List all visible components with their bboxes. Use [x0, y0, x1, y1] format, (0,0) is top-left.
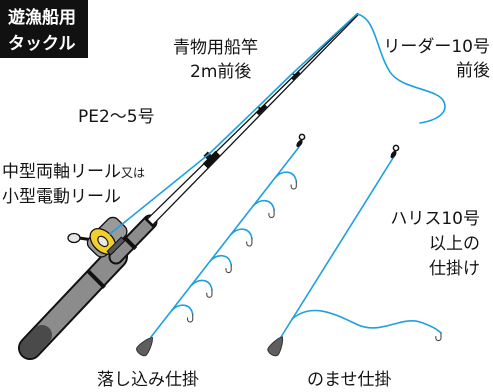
- reel-foot: [106, 236, 126, 256]
- hook-icon: [435, 332, 442, 342]
- leader-label-line2: 前後: [456, 61, 490, 81]
- reel-label-suffix: 又は: [121, 166, 145, 180]
- dropper-branch: [209, 255, 232, 266]
- leader-label-line1: リーダー10号: [383, 37, 490, 57]
- dropper-branch: [190, 279, 213, 291]
- harisu-label-line1: ハリス10号: [390, 209, 480, 229]
- title-badge: 遊漁船用 タックル: [0, 0, 88, 58]
- harisu-branch: [291, 309, 442, 334]
- title-badge-line2: タックル: [8, 34, 76, 54]
- dropper-branches: [170, 171, 298, 323]
- hook-icon: [186, 313, 194, 323]
- rig-otoshikomi: [136, 133, 306, 357]
- title-badge-line1: 遊漁船用: [8, 7, 76, 28]
- rod-label-line1: 青物用船竿: [173, 38, 258, 58]
- main-line: [109, 13, 358, 235]
- harisu-label-line2: 以上の: [429, 234, 480, 254]
- rod-label-line2: 2m前後: [190, 62, 251, 82]
- reel-label-line1: 中型両軸リール又は: [2, 162, 145, 182]
- swivel-icon: [390, 144, 400, 159]
- rod-foregrip: [110, 216, 156, 263]
- swivel-icon: [296, 133, 306, 148]
- dropper-branch: [252, 199, 275, 211]
- hook-icon: [246, 237, 253, 247]
- reel-seat-band: [86, 269, 106, 289]
- title-badge-background: [0, 0, 88, 58]
- hook-icon: [225, 264, 232, 274]
- sinker-icon: [136, 336, 153, 357]
- rod-butt-cap: [20, 325, 52, 358]
- hook-icon: [290, 180, 297, 190]
- harisu-label-line3: 仕掛け: [429, 259, 480, 279]
- reel-spool-hub: [97, 235, 109, 248]
- hook-icon: [206, 289, 213, 298]
- rod-handle: [18, 214, 158, 360]
- dropper-branch: [274, 171, 298, 183]
- dropper-branch: [170, 304, 194, 316]
- rig-nomase-label: のませ仕掛: [307, 370, 392, 390]
- sinker-icon: [267, 336, 284, 357]
- rig-main-line: [150, 146, 300, 338]
- rig-otoshikomi-label: 落し込み仕掛: [97, 370, 199, 390]
- mainline-label: PE2～5号: [78, 107, 155, 127]
- reel-seat-band: [122, 235, 138, 251]
- reel-handle-knob: [67, 232, 81, 244]
- leader-line: [356, 13, 446, 124]
- rig-main-line: [280, 157, 394, 338]
- rig-nomase: [267, 144, 442, 357]
- dropper-branch: [230, 228, 253, 240]
- reel-label-line2: 小型電動リール: [2, 187, 121, 207]
- hook-icon: [268, 209, 275, 218]
- reel-label-main: 中型両軸リール: [2, 162, 121, 182]
